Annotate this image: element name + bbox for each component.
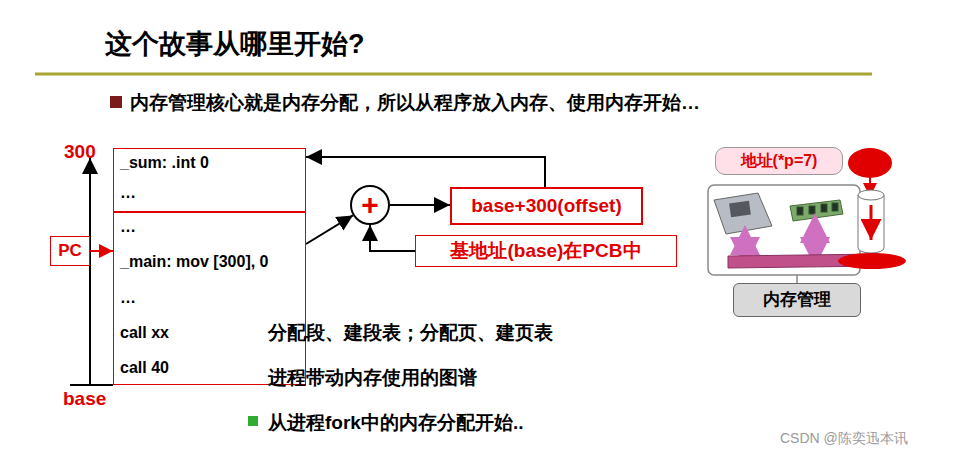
title-underline	[35, 73, 872, 76]
address-callout: 地址(*p=7)	[715, 147, 843, 175]
address-box: base+300(offset)	[450, 187, 643, 225]
memory-manager-box: 内存管理	[733, 283, 861, 317]
panel-link	[796, 275, 798, 283]
cylinder-top	[858, 190, 884, 200]
bullet-square	[110, 96, 122, 108]
address-number: 300	[64, 141, 96, 163]
connector-arrow	[370, 225, 415, 251]
adder-circle: +	[350, 185, 390, 225]
base-label: base	[63, 388, 106, 410]
memory-line: …	[120, 217, 136, 237]
register-name: PC	[58, 240, 82, 261]
cylinder-arrow	[870, 205, 873, 240]
connector-arrow	[90, 250, 113, 252]
connector-arrow	[306, 215, 353, 244]
bullet-text: 进程带动内存使用的图谱	[268, 365, 477, 391]
memory-line: _sum: .int 0	[120, 153, 209, 173]
cylinder	[858, 195, 884, 253]
pc-register: PC	[50, 236, 90, 266]
motherboard	[714, 193, 772, 234]
memory-line: call 40	[120, 358, 169, 378]
manager-name: 内存管理	[763, 289, 831, 310]
address-formula: base+300(offset)	[471, 194, 621, 218]
memory-stick	[790, 200, 843, 221]
memory-line: …	[120, 288, 136, 308]
bullet-text: 内存管理核心就是内存分配，所以从程序放入内存、使用内存开始…	[130, 90, 700, 116]
bullet-text: 分配段、建段表；分配页、建页表	[268, 320, 553, 346]
connector-arrow	[306, 157, 545, 187]
bus-link	[813, 228, 818, 252]
memory-segment: … _main: mov [300], 0 … call xx call 40	[113, 212, 306, 385]
bullet-text: 从进程fork中的内存分配开始..	[268, 410, 523, 436]
bullet-square	[248, 416, 258, 426]
address-text: 地址(*p=7)	[741, 151, 818, 171]
plus-sign: +	[361, 190, 379, 220]
memory-segment: _sum: .int 0 …	[113, 148, 306, 212]
memory-chips	[797, 203, 838, 215]
base-note-box: 基地址(base)在PCB中	[415, 235, 677, 267]
memory-line: …	[120, 183, 136, 203]
memory-line: _main: mov [300], 0	[120, 252, 269, 272]
watermark: CSDN @陈奕迅本讯	[780, 430, 908, 448]
base-tick	[70, 384, 113, 386]
connector-arrow	[390, 204, 450, 206]
bus-blob	[838, 253, 906, 269]
address-axis	[89, 158, 91, 385]
bus-link	[743, 240, 748, 252]
memory-line: call xx	[120, 323, 169, 343]
base-note: 基地址(base)在PCB中	[450, 239, 641, 263]
address-blob	[848, 148, 892, 178]
cpu-chip	[729, 201, 751, 218]
slide-title: 这个故事从哪里开始?	[105, 26, 365, 62]
